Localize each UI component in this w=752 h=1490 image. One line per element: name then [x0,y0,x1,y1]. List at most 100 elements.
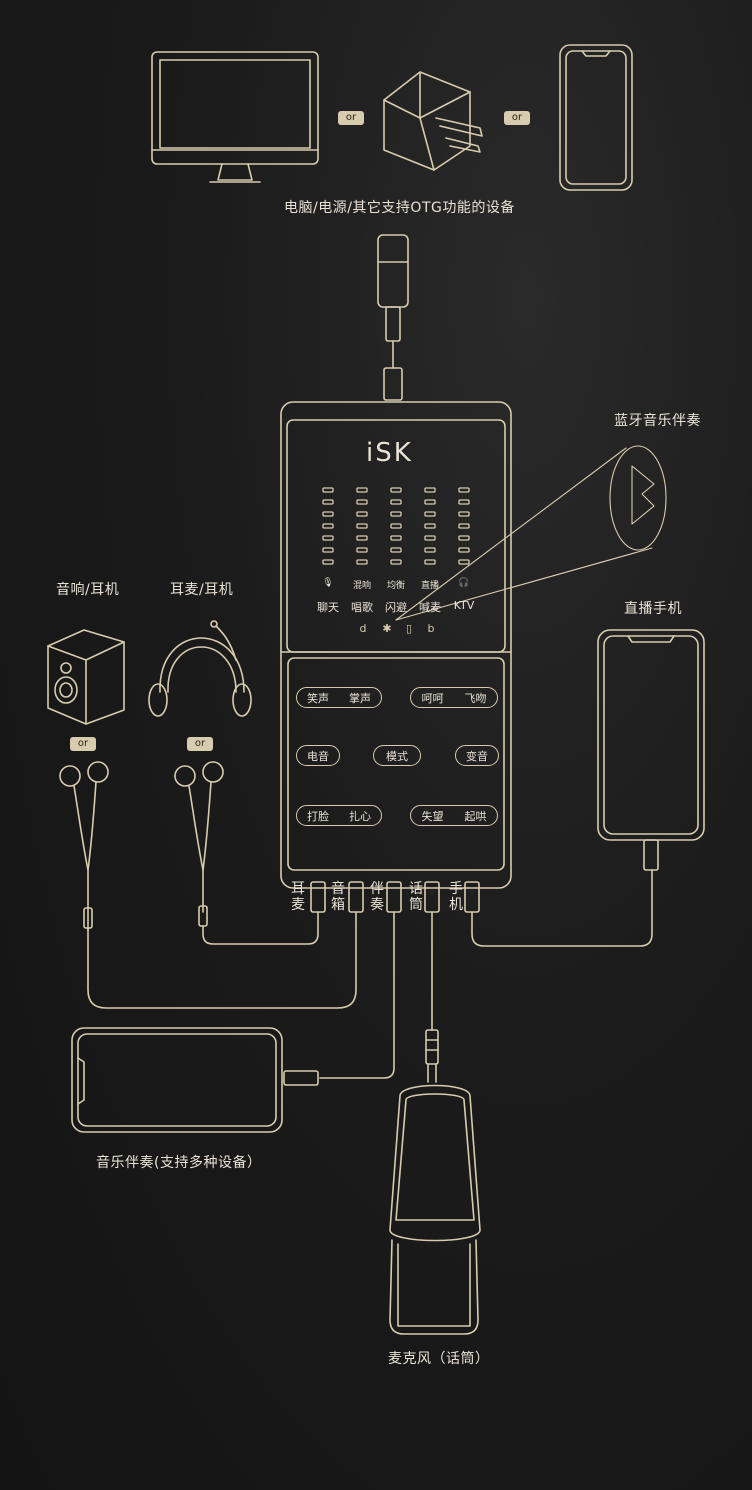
led-segment-1-7 [322,559,334,565]
led-segment-3-6 [390,547,402,553]
channel-label-2: 唱歌 [351,601,373,614]
disappoint-label: 失望 [421,809,444,823]
brand-logo: iSK [366,438,413,468]
port-label-speaker-1: 音 [331,881,345,897]
led-segment-2-3 [356,511,368,517]
laugh-label: 笑声 [307,691,329,705]
earphones-right-icon [174,761,319,945]
live-phone-label: 直播手机 [624,601,682,617]
bluetooth-small-icon: ✱ [382,622,392,635]
led-segment-5-1 [458,487,470,493]
led-segment-2-4 [356,523,368,529]
accompaniment-phone-icon [71,1027,319,1133]
port-label-mic-2: 筒 [409,897,423,913]
channel-symbol-5: 🎧 [458,578,470,588]
led-segment-4-7 [424,559,436,565]
led-segment-4-4 [424,523,436,529]
port-cables [319,869,653,1079]
led-segment-1-5 [322,535,334,541]
slap-label: 打脸 [307,809,329,823]
led-segment-2-1 [356,487,368,493]
or-badge-3: or [70,737,96,751]
hype-label: 起哄 [464,809,487,823]
accompaniment-device-label: 音乐伴奏(支持多种设备） [96,1155,262,1171]
hehe-label: 呵呵 [421,691,444,705]
channel-label-5: KTV [453,599,475,612]
led-segment-5-2 [458,499,470,505]
sound-card-device [280,401,512,889]
phone-top-icon [559,44,633,191]
port-jack-4 [424,881,440,913]
channel-label-3: 闪避 [385,601,407,614]
live-phone-icon [597,629,705,871]
devices-label: 电脑/电源/其它支持OTG功能的设备 [284,200,515,216]
microphone-icon [389,1029,481,1335]
led-segment-5-5 [458,535,470,541]
kiss-label: 飞吻 [464,691,487,705]
led-segment-2-6 [356,547,368,553]
led-segment-1-6 [322,547,334,553]
earphones-left-icon [59,761,357,1009]
led-segment-1-2 [322,499,334,505]
port-label-phone-1: 手 [449,881,463,897]
symbol-d: d [359,622,367,635]
monitor-icon [151,51,319,183]
symbol-b: b [427,622,435,635]
voice-change-button[interactable]: 变音 [455,745,499,766]
hehe-kiss-button[interactable]: 呵呵 飞吻 [410,687,498,708]
port-label-speaker-2: 箱 [331,897,345,913]
led-segment-5-7 [458,559,470,565]
microphone-label: 麦克风（话筒） [388,1351,490,1367]
led-segment-4-5 [424,535,436,541]
led-segment-3-3 [390,511,402,517]
applause-label: 掌声 [349,691,371,705]
led-meters [322,487,470,565]
led-segment-4-6 [424,547,436,553]
bluetooth-label: 蓝牙音乐伴奏 [614,413,701,429]
led-segment-3-7 [390,559,402,565]
channel-symbol-1: 🎙 [322,578,334,588]
led-segment-1-4 [322,523,334,529]
usb-cable [377,234,409,401]
port-label-accomp-1: 伴 [370,881,384,897]
or-badge-4: or [187,737,213,751]
port-label-accomp-2: 奏 [370,897,384,913]
port-label-phone-2: 机 [449,897,463,913]
led-segment-3-1 [390,487,402,493]
led-segment-4-3 [424,511,436,517]
port-jack-1 [310,881,326,913]
led-segment-5-3 [458,511,470,517]
port-jack-3 [386,881,402,913]
headset-headphone-label: 耳麦/耳机 [170,582,234,598]
led-segment-3-2 [390,499,402,505]
led-segment-2-2 [356,499,368,505]
led-segment-1-1 [322,487,334,493]
port-jack-5 [464,881,480,913]
led-segment-4-1 [424,487,436,493]
mode-button[interactable]: 模式 [373,745,421,766]
slap-heartbreak-button[interactable]: 打脸 扎心 [296,805,382,826]
or-badge-2: or [504,111,530,125]
or-badge-1: or [338,111,364,125]
bluetooth-beam [395,445,667,621]
port-label-headset-2: 麦 [291,897,305,913]
channel-symbol-2: 混响 [352,581,371,591]
port-label-mic-1: 话 [409,881,423,897]
speaker-icon [47,629,125,725]
led-segment-3-4 [390,523,402,529]
channel-label-4: 喊麦 [419,601,441,614]
led-segment-1-3 [322,511,334,517]
port-jack-2 [348,881,364,913]
channel-label-1: 聊天 [317,601,339,614]
led-segment-5-4 [458,523,470,529]
electro-voice-button[interactable]: 电音 [296,745,340,766]
disappoint-hype-button[interactable]: 失望 起哄 [410,805,498,826]
heartbreak-label: 扎心 [349,809,371,823]
laugh-applause-button[interactable]: 笑声 掌声 [296,687,382,708]
led-segment-2-7 [356,559,368,565]
led-segment-4-2 [424,499,436,505]
power-adapter-icon [383,71,483,171]
led-segment-2-5 [356,535,368,541]
speaker-headphone-label: 音响/耳机 [56,582,120,598]
